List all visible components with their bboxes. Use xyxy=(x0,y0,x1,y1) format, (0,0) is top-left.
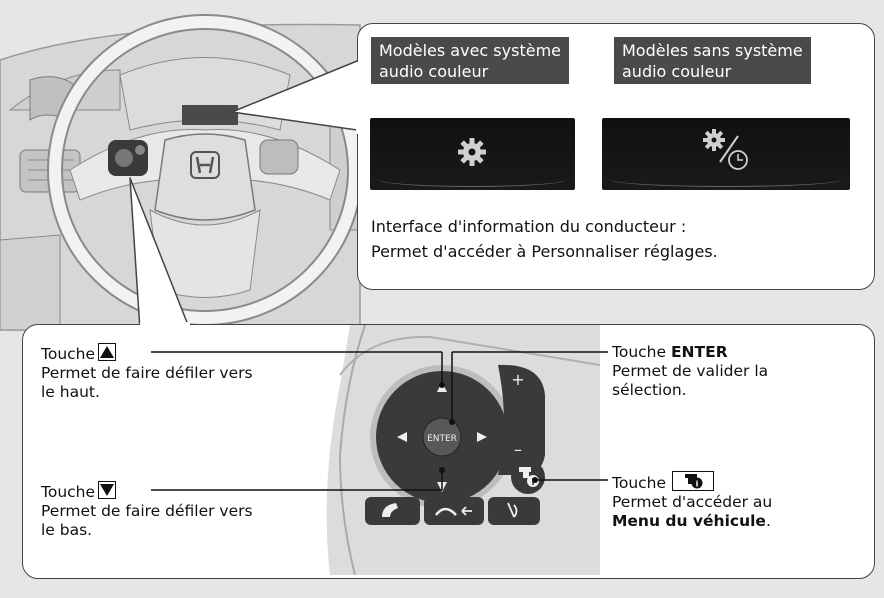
svg-text:i: i xyxy=(696,480,699,489)
steering-left-switches xyxy=(108,140,148,176)
enter-button-callout: Touche ENTER Permet de valider la sélect… xyxy=(612,343,769,399)
label-no-color-audio: Modèles sans système audio couleur xyxy=(614,37,811,84)
label-color-audio: Modèles avec système audio couleur xyxy=(371,37,569,84)
up-button-callout: Touche Permet de faire défiler vers le h… xyxy=(41,343,253,401)
svg-text:+: + xyxy=(511,370,524,389)
info-phone-icon: i xyxy=(672,471,715,491)
top-description: Interface d'information du conducteur : … xyxy=(371,217,718,261)
screen-no-color-audio xyxy=(602,118,850,190)
gear-icon xyxy=(458,138,486,166)
gear-clock-icon xyxy=(703,129,748,170)
screen-color-audio xyxy=(370,118,575,190)
top-panel-joiner xyxy=(356,62,364,134)
cluster-display xyxy=(182,105,238,125)
bottom-panel-joiner xyxy=(140,322,190,330)
svg-text:ENTER: ENTER xyxy=(427,434,457,444)
svg-text:i: i xyxy=(531,478,534,488)
svg-text:–: – xyxy=(514,440,522,459)
honda-logo xyxy=(190,151,220,179)
triangle-up-icon xyxy=(98,343,117,361)
steering-switch-pad: ENTER + – i xyxy=(326,325,600,575)
down-button-callout: Touche Permet de faire défiler vers le b… xyxy=(41,481,253,539)
triangle-down-icon xyxy=(98,481,117,499)
